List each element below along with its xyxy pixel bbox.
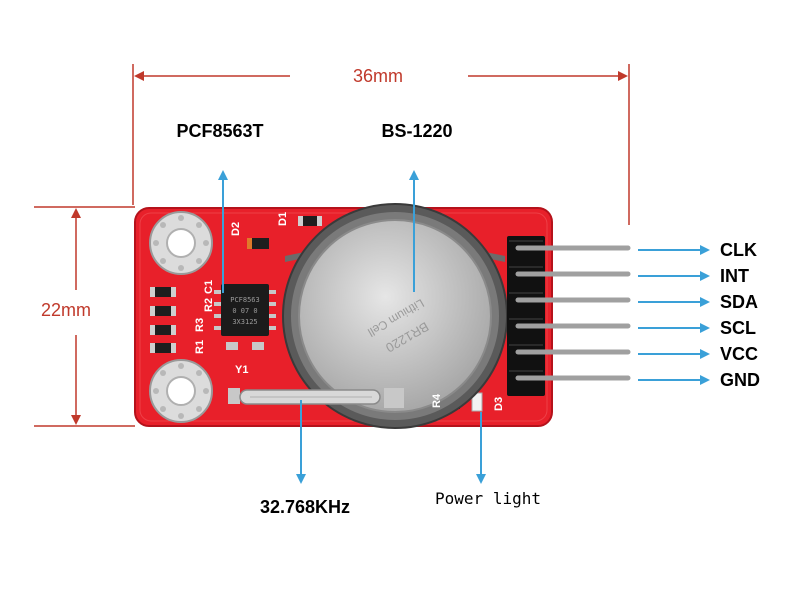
battery-holder: BR1220 Lithium Cell <box>282 203 508 429</box>
silk-c1: C1 <box>203 280 215 294</box>
battery-label: BS-1220 <box>381 121 452 141</box>
svg-text:3X3125: 3X3125 <box>232 318 257 326</box>
silk-r1: R1 <box>194 340 206 354</box>
silkscreen-labels: D2 D1 C1 R2 R3 R1 Y1 R4 D3 <box>194 212 505 411</box>
width-label: 36mm <box>353 66 403 86</box>
pin-label-scl: SCL <box>720 318 756 338</box>
width-dimension: 36mm <box>132 64 630 225</box>
mounting-hole-bottom <box>149 359 213 423</box>
mounting-hole-top <box>149 211 213 275</box>
chip-label: PCF8563T <box>176 121 263 141</box>
pin-label-int: INT <box>720 266 749 286</box>
pin-labels: CLK INT SDA SCL VCC GND <box>720 240 760 390</box>
pin-label-sda: SDA <box>720 292 758 312</box>
height-dimension: 22mm <box>34 206 135 427</box>
pcb-board: PCF8563 0 07 0 3X3125 BR1220 Lithium Ce <box>134 203 631 429</box>
silk-d3: D3 <box>493 397 505 411</box>
pcf8563t-chip: PCF8563 0 07 0 3X3125 <box>214 284 276 336</box>
resistor-array <box>150 287 176 353</box>
silk-r2: R2 <box>203 298 215 312</box>
coin-cell <box>298 219 492 413</box>
silk-r4: R4 <box>431 393 443 408</box>
silk-d2: D2 <box>230 222 242 236</box>
height-label: 22mm <box>41 300 91 320</box>
power-light-label: Power light <box>435 489 541 508</box>
pin-header <box>507 236 631 396</box>
silk-d1: D1 <box>277 212 289 226</box>
crystal-label: 32.768KHz <box>260 497 350 517</box>
silk-r3: R3 <box>194 318 206 332</box>
pin-label-vcc: VCC <box>720 344 758 364</box>
pin-label-clk: CLK <box>720 240 757 260</box>
crystal-oscillator <box>228 388 404 408</box>
svg-text:0 07 0: 0 07 0 <box>232 307 257 315</box>
callout-arrows <box>218 170 710 484</box>
svg-text:PCF8563: PCF8563 <box>230 296 260 304</box>
pin-label-gnd: GND <box>720 370 760 390</box>
silk-y1: Y1 <box>235 364 248 376</box>
